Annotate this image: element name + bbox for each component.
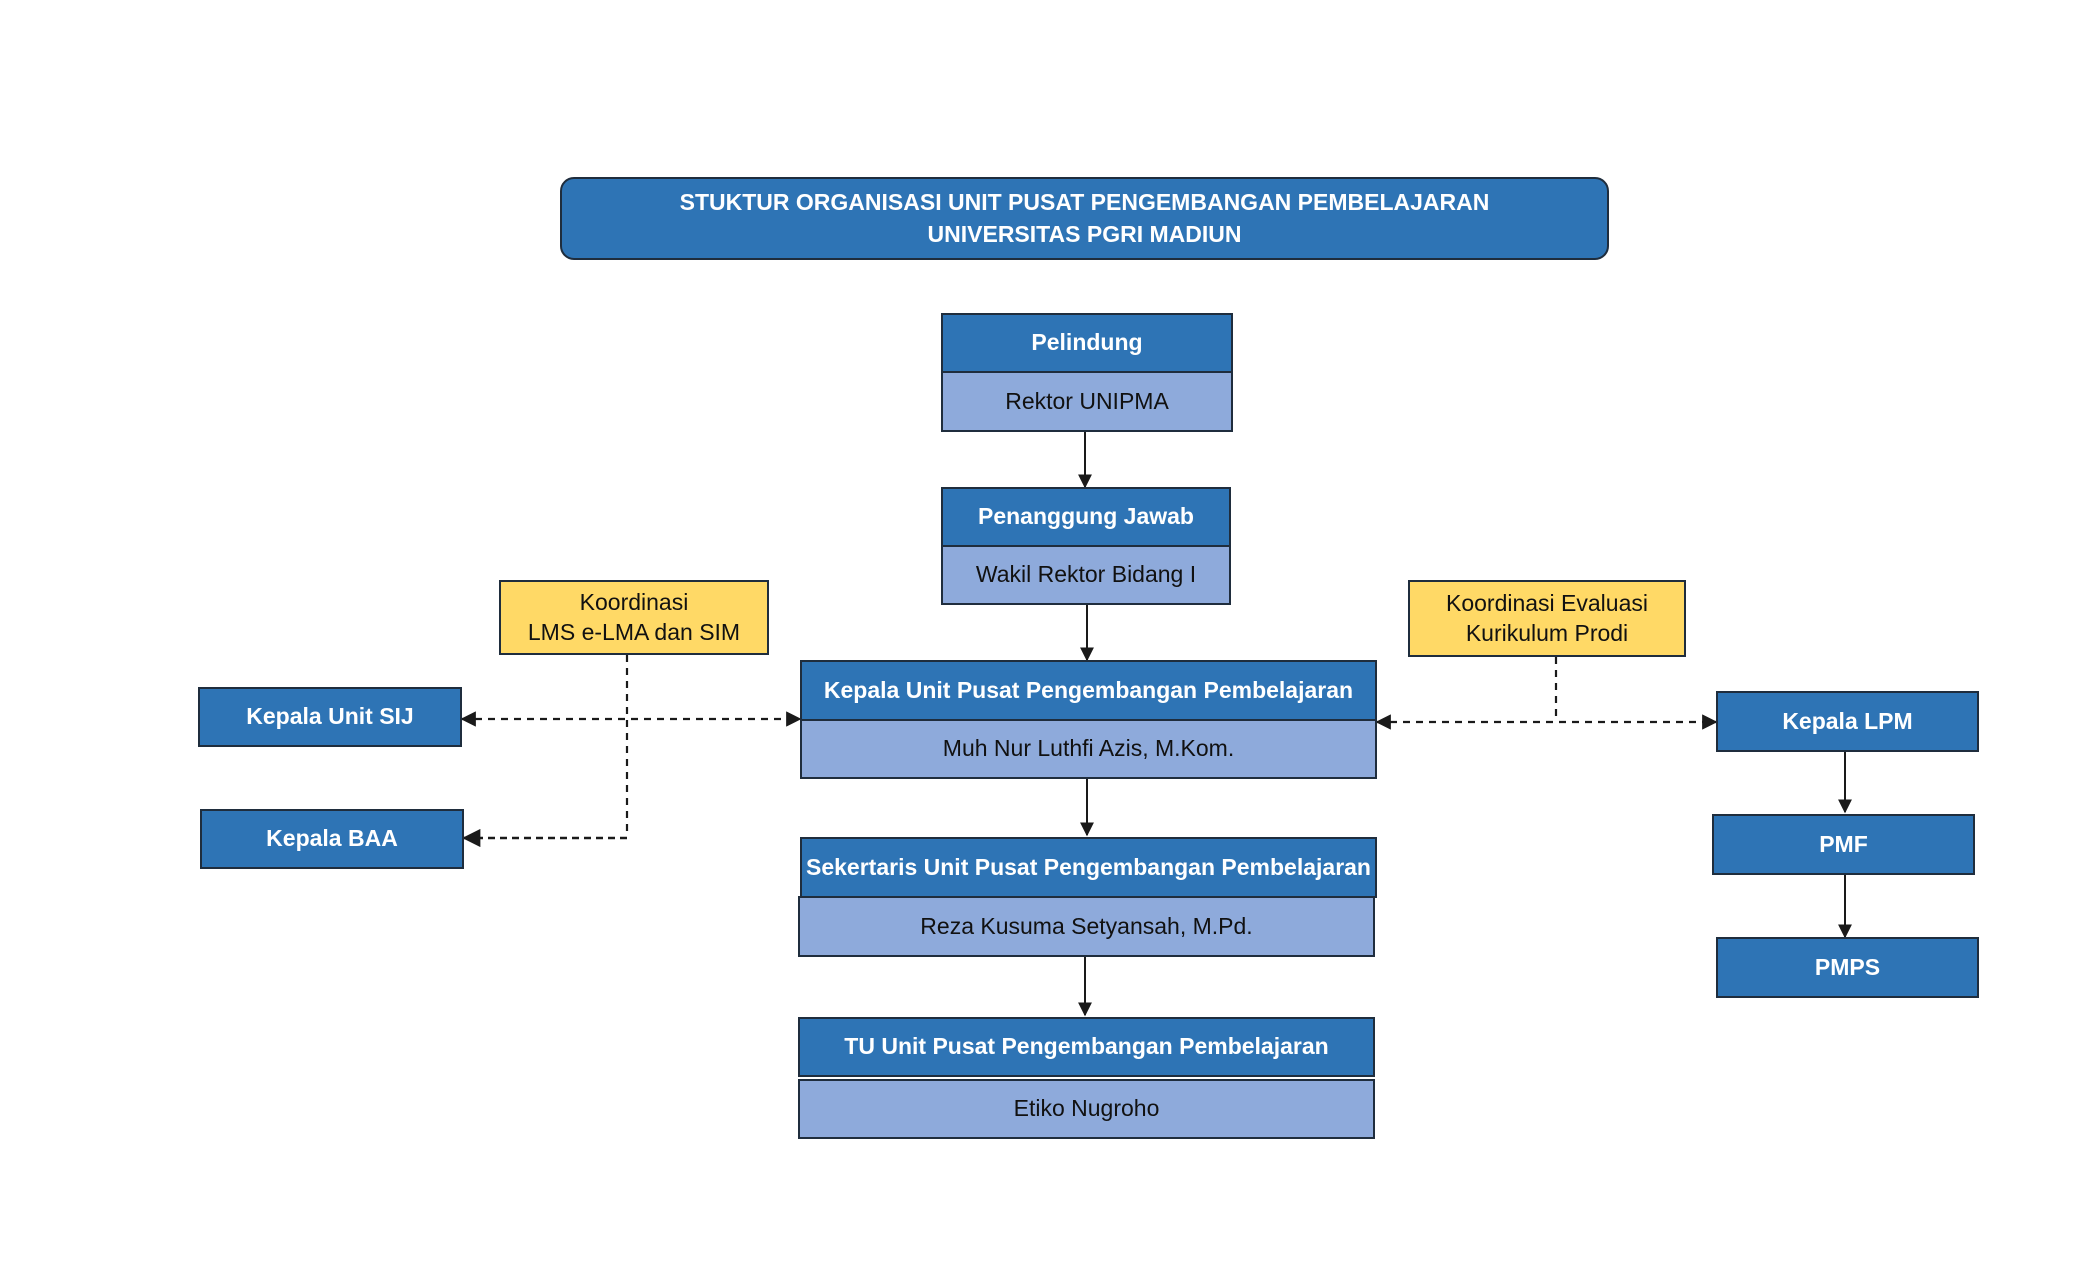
pelindung-person: Rektor UNIPMA [941,371,1233,432]
koordinasi-lms-line-2: LMS e-LMA dan SIM [527,618,741,645]
koordinasi-evaluasi-line-2: Kurikulum Prodi [1465,619,1629,646]
tu-role: TU Unit Pusat Pengembangan Pembelajaran [798,1017,1375,1077]
koordinasi-lms-box: Koordinasi LMS e-LMA dan SIM [499,580,769,655]
kepala-baa-box: Kepala BAA [200,809,464,869]
kepala-unit-sij-box: Kepala Unit SIJ [198,687,462,747]
kepala-unit-person: Muh Nur Luthfi Azis, M.Kom. [800,719,1377,779]
koordinasi-lms-line-1: Koordinasi [579,588,689,615]
koordinasi-evaluasi-line-1: Koordinasi Evaluasi [1445,589,1648,616]
sekretaris-person: Reza Kusuma Setyansah, M.Pd. [798,896,1375,957]
pmps-box: PMPS [1716,937,1979,998]
sekretaris-role: Sekertaris Unit Pusat Pengembangan Pembe… [800,837,1377,898]
penanggung-jawab-role: Penanggung Jawab [941,487,1231,547]
pelindung-role: Pelindung [941,313,1233,373]
chart-title-line-1: STUKTUR ORGANISASI UNIT PUSAT PENGEMBANG… [679,189,1490,216]
penanggung-jawab-person: Wakil Rektor Bidang I [941,545,1231,605]
kepala-unit-role: Kepala Unit Pusat Pengembangan Pembelaja… [800,660,1377,721]
pmf-box: PMF [1712,814,1975,875]
chart-title-line-2: UNIVERSITAS PGRI MADIUN [927,220,1242,247]
chart-title: STUKTUR ORGANISASI UNIT PUSAT PENGEMBANG… [560,177,1609,260]
koordinasi-evaluasi-box: Koordinasi Evaluasi Kurikulum Prodi [1408,580,1686,657]
tu-person: Etiko Nugroho [798,1079,1375,1139]
kepala-lpm-box: Kepala LPM [1716,691,1979,752]
